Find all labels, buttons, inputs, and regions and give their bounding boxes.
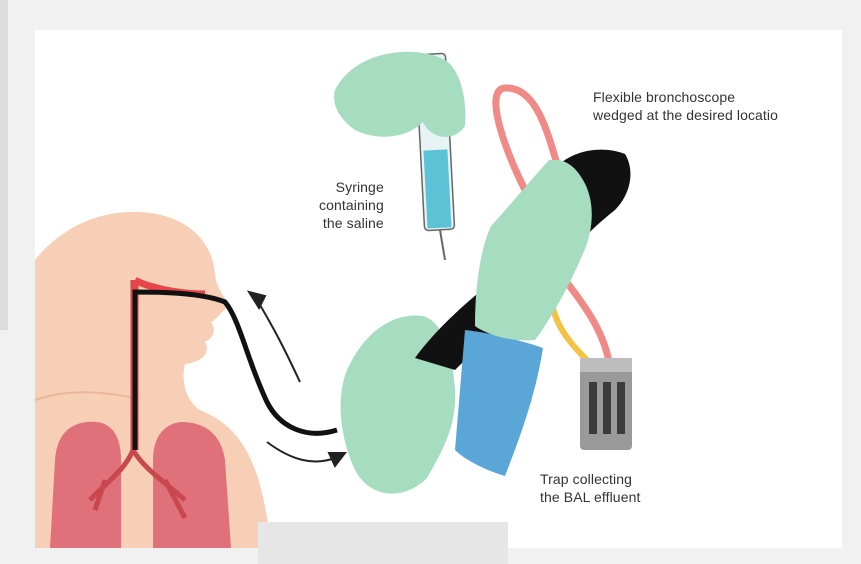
diagram-canvas: Flexible bronchoscope wedged at the desi… xyxy=(35,30,842,548)
syringe-glove xyxy=(334,52,465,137)
syringe-label-line3: the saline xyxy=(319,214,384,232)
upper-glove xyxy=(475,160,592,341)
trap-label-line1: Trap collecting xyxy=(540,470,640,488)
red-tube-lower xyxy=(565,280,610,368)
bottom-tab xyxy=(258,522,508,564)
syringe-label-line2: containing xyxy=(319,196,384,214)
bronchoscope-label: Flexible bronchoscope wedged at the desi… xyxy=(593,88,778,124)
syringe-label: Syringe containing the saline xyxy=(319,178,384,232)
bronchoscope-label-line2: wedged at the desired locatio xyxy=(593,106,778,124)
bronchoscope-label-line1: Flexible bronchoscope xyxy=(593,88,778,106)
sleeve xyxy=(455,330,543,476)
trap-icon xyxy=(580,358,632,450)
background-panel xyxy=(0,0,8,330)
trap-label-line2: the BAL effluent xyxy=(540,488,640,506)
trap-label: Trap collecting the BAL effluent xyxy=(540,470,640,506)
syringe-label-line1: Syringe xyxy=(319,178,384,196)
arrow-icon xyxy=(249,292,345,466)
